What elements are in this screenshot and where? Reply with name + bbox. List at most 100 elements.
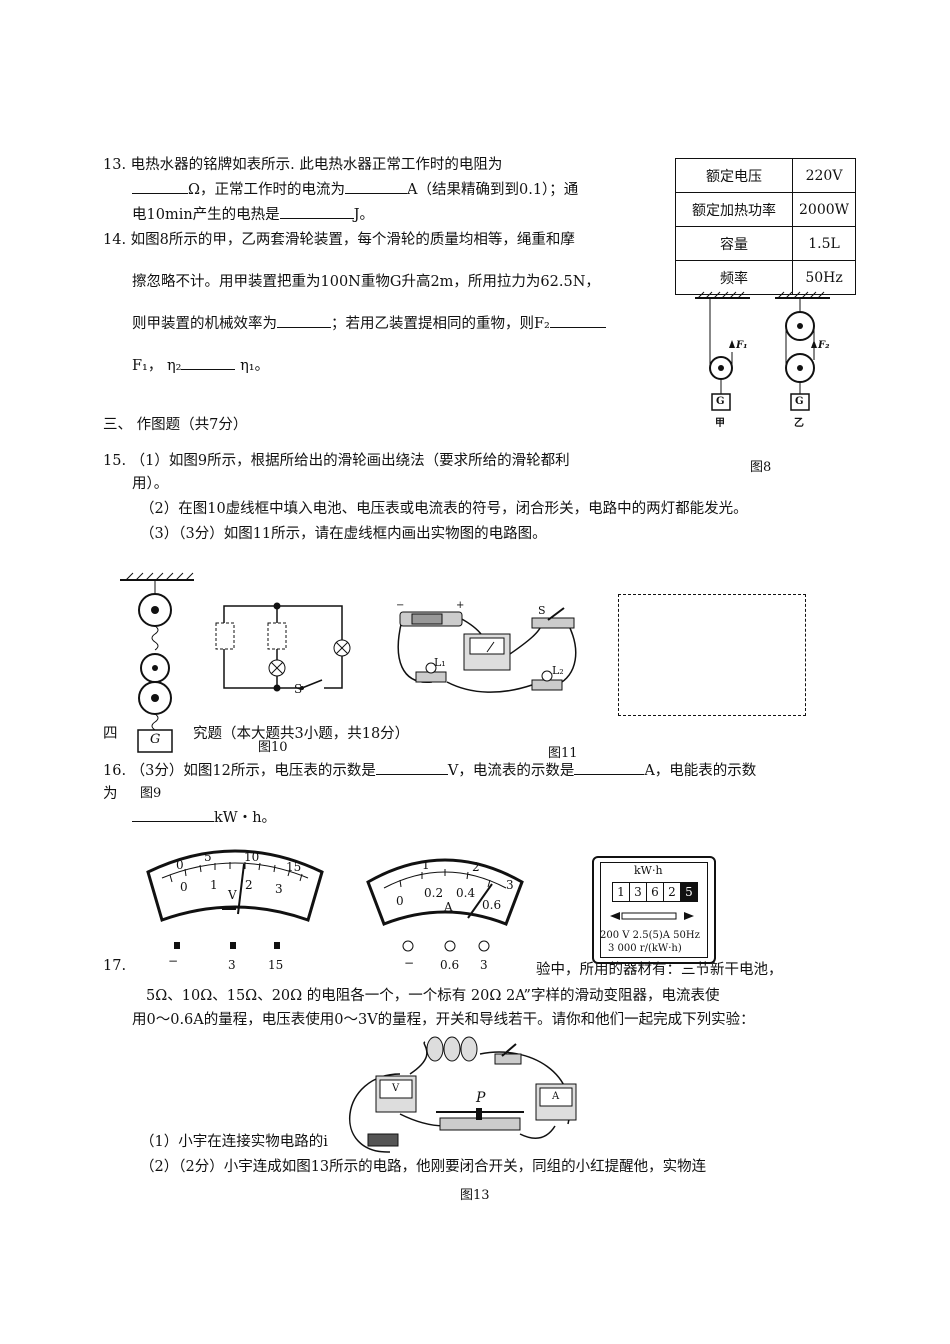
q15-line1: 15. （1）如图9所示，根据所给出的滑轮画出绕法（要求所给的滑轮都利 <box>103 453 570 469</box>
q14-line4: F₁， η₂ η₁。 <box>132 354 269 375</box>
scale-label: 1 <box>210 878 218 892</box>
answer-blank[interactable] <box>549 313 606 328</box>
experiment-circuit <box>348 1036 577 1153</box>
battery-terminal-label: + <box>456 600 465 611</box>
q14-text: ；若用乙装置提相同的重物，则F₂ <box>331 316 550 332</box>
meter-label: A <box>552 1091 560 1102</box>
unit-label: kW·h <box>634 864 663 877</box>
digit: 5 <box>681 883 697 901</box>
terminal-label: − <box>404 956 415 970</box>
table-cell: 额定电压 <box>675 158 793 193</box>
q13-text: A（结果精确到到0.1）；通 <box>407 182 579 198</box>
label-jia: 甲 <box>715 418 725 429</box>
scale-label: 0 <box>176 858 184 872</box>
answer-blank[interactable] <box>279 204 354 219</box>
table-cell: 2000W <box>791 192 857 227</box>
q17-line1: 验中，所用的器材有：三节新干电池， <box>536 962 783 978</box>
q13-text: J。 <box>353 207 375 223</box>
answer-box[interactable] <box>618 594 806 716</box>
q17-sub1: （1）小宇在连接实物电路的i <box>140 1134 328 1150</box>
q17-sub2: （2）（2分）小宇连成如图13所示的电路，他刚要闭合开关，同组的小红提醒他，实物… <box>140 1159 707 1175</box>
q15-line1b: 用）。 <box>132 476 169 492</box>
switch-label: S <box>538 604 546 617</box>
rev-label: 3 000 r/(kW·h) <box>608 943 682 954</box>
scale-label: 1 <box>422 858 430 872</box>
ammeter: 0 0.2 0.4 0.6 1 2 3 A − 0.6 3 <box>360 842 530 972</box>
figure-8-caption: 图8 <box>750 460 772 475</box>
rating-label: 200 V 2.5(5)A 50Hz <box>600 930 700 941</box>
answer-blank[interactable] <box>132 179 188 194</box>
figure-9: G <box>118 572 198 754</box>
q13-text: 电10min产生的电热是 <box>132 207 280 223</box>
weight-label: G <box>795 396 804 407</box>
battery-terminal-label: − <box>396 600 405 611</box>
q14-line3: 则甲装置的机械效率为；若用乙装置提相同的重物，则F₂ <box>132 312 606 333</box>
slider-label: P <box>476 1090 486 1106</box>
circuit-diagram <box>215 602 351 692</box>
section-4-num: 四 <box>103 726 118 742</box>
scale-label: 5 <box>204 850 212 864</box>
digit: 3 <box>630 883 647 901</box>
section-3-title: 三、 作图题（共7分） <box>103 417 248 433</box>
q16-text: A，电能表的示数 <box>644 763 757 779</box>
q17-line3: 用0～0.6A的量程，电压表使用0～3V的量程，开关和导线若干。请你和他们一起完… <box>132 1012 755 1028</box>
scale-label: 2 <box>245 878 253 892</box>
terminal-label: 3 <box>228 958 236 972</box>
answer-blank[interactable] <box>574 760 645 775</box>
answer-blank[interactable] <box>375 760 448 775</box>
figure-8: F₁ F₂ G G 甲 乙 <box>680 290 840 430</box>
scale-label: 0.4 <box>456 886 476 900</box>
digit: 2 <box>664 883 681 901</box>
table-cell: 频率 <box>675 260 793 295</box>
q14-text: η₁。 <box>240 358 270 374</box>
scale-label: 10 <box>244 850 260 864</box>
figure-11: − + L₁ L₂ S <box>392 600 582 700</box>
scale-label: 3 <box>275 882 283 896</box>
force-label: F₂ <box>818 340 830 351</box>
table-cell: 额定加热功率 <box>675 192 793 227</box>
q16-line2: kW・h。 <box>132 806 276 827</box>
terminal-label: 3 <box>480 958 488 972</box>
terminal-label: − <box>168 954 179 968</box>
scale-label: 2 <box>472 860 480 874</box>
q16-text: 16. （3分）如图12所示，电压表的示数是 <box>103 763 376 779</box>
pulley-diagram <box>695 291 830 411</box>
answer-blank[interactable] <box>181 355 236 370</box>
table-cell: 50Hz <box>791 260 857 295</box>
answer-blank[interactable] <box>132 807 214 822</box>
answer-blank[interactable] <box>277 313 331 328</box>
q17-num: 17. <box>103 958 127 974</box>
figure-10: S <box>212 598 352 698</box>
energy-meter: kW·h 1 3 6 2 5 200 V 2.5(5)A 50Hz 3 000 … <box>592 856 716 964</box>
scale-label: 0.2 <box>424 886 444 900</box>
q14-text: F₁， <box>132 358 163 374</box>
terminal-label: 0.6 <box>440 958 460 972</box>
q13-line1: 13. 电热水器的铭牌如表所示. 此电热水器正常工作时的电阻为 <box>103 157 503 173</box>
scale-label: 0 <box>396 894 404 908</box>
figure-13-caption: 图13 <box>460 1188 490 1203</box>
meter-label: V <box>392 1083 400 1094</box>
scale-label: 3 <box>506 878 514 892</box>
section-4-title: 究题（本大题共3小题，共18分） <box>193 726 410 742</box>
q13-text: Ω，正常工作时的电流为 <box>188 182 346 198</box>
q13-line3: 电10min产生的电热是 J。 <box>132 203 374 224</box>
q13-line2: Ω，正常工作时的电流为 A（结果精确到到0.1）；通 <box>132 178 578 199</box>
answer-blank[interactable] <box>345 179 408 194</box>
q14-line1: 14. 如图8所示的甲，乙两套滑轮装置，每个滑轮的质量均相等，绳重和摩 <box>103 232 575 248</box>
q14-text: η₂ <box>166 358 182 374</box>
q16-line1: 16. （3分）如图12所示，电压表的示数是 V，电流表的示数是 A，电能表的示数 <box>103 759 756 780</box>
figure-9-caption: 图9 <box>140 786 162 801</box>
scale-label: 15 <box>286 860 302 874</box>
unit-label: V <box>228 888 237 902</box>
scale-label: 0 <box>180 880 188 894</box>
weight-label: G <box>150 732 161 747</box>
q15-line2: （2）在图10虚线框中填入电池、电压表或电流表的符号，闭合形关，电路中的两灯都能… <box>140 501 748 517</box>
lamp-label: L₂ <box>552 664 564 677</box>
q15-line3: （3）（3分）如图11所示，请在虚线框内画出实物图的电路图。 <box>140 526 547 542</box>
q16-text: V，电流表的示数是 <box>447 763 575 779</box>
